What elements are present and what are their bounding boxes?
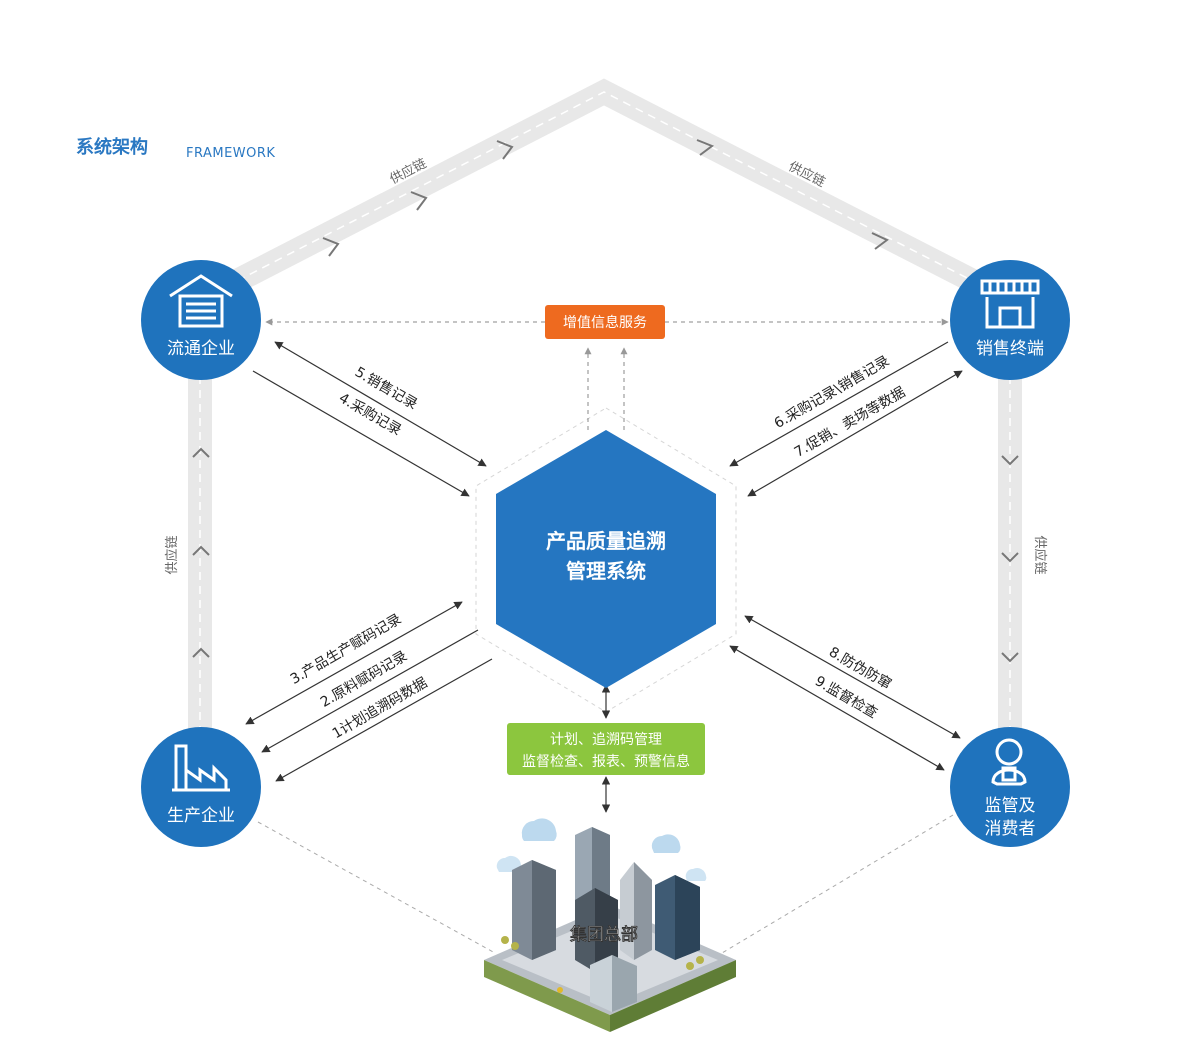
- regulator-consumer-label-line2: 消费者: [985, 819, 1036, 839]
- cloud-icon: [521, 818, 557, 841]
- management-box: [507, 723, 705, 775]
- person-icon: [991, 738, 1027, 786]
- dashed-link-production-hq: [257, 821, 496, 954]
- traceability-system-hexagon: [496, 430, 716, 688]
- headquarters-city-illustration: [484, 818, 736, 1032]
- value-added-service-box: [545, 305, 665, 339]
- flow-label-promotion-data: 7.促销、卖场等数据: [791, 383, 908, 460]
- warehouse-icon: [169, 274, 233, 328]
- production-enterprise-label: 生产企业: [167, 806, 235, 826]
- flow-label-production-coding: 3.产品生产赋码记录: [288, 611, 405, 688]
- regulator-consumer-label-line1: 监管及: [985, 796, 1036, 816]
- management-box-line2: 监督检查、报表、预警信息: [522, 753, 690, 770]
- center-title-line1: 产品质量追溯: [546, 529, 666, 553]
- dashed-link-regulator-hq: [721, 814, 954, 954]
- storefront-icon: [980, 279, 1040, 329]
- page-subtitle: FRAMEWORK: [186, 146, 276, 161]
- regulator-consumer-node: [950, 727, 1070, 847]
- cloud-icon: [651, 834, 681, 853]
- road-chevrons: [192, 139, 1019, 663]
- flow-arrows: [245, 341, 963, 813]
- circulation-enterprise-label: 流通企业: [167, 339, 235, 359]
- supply-chain-road: [188, 78, 1022, 745]
- cloud-icon: [685, 868, 707, 881]
- page-title: 系统架构: [76, 137, 148, 158]
- retail-terminal-node: [950, 260, 1070, 380]
- flow-label-purchase-sales-record: 6.采购记录\销售记录: [772, 353, 893, 432]
- service-connectors: [265, 318, 949, 430]
- factory-icon: [172, 744, 230, 792]
- supply-chain-label-right: 供应链: [1032, 535, 1048, 574]
- retail-terminal-label: 销售终端: [976, 339, 1044, 359]
- circulation-enterprise-node: [141, 260, 261, 380]
- cloud-icon: [496, 855, 522, 872]
- supply-chain-label-left: 供应链: [164, 535, 180, 574]
- management-box-line1: 计划、追溯码管理: [550, 732, 662, 748]
- headquarters-label: 集团总部: [569, 924, 638, 945]
- production-enterprise-node: [141, 727, 261, 847]
- center-title-line2: 管理系统: [566, 559, 646, 583]
- value-added-service-label: 增值信息服务: [563, 314, 647, 331]
